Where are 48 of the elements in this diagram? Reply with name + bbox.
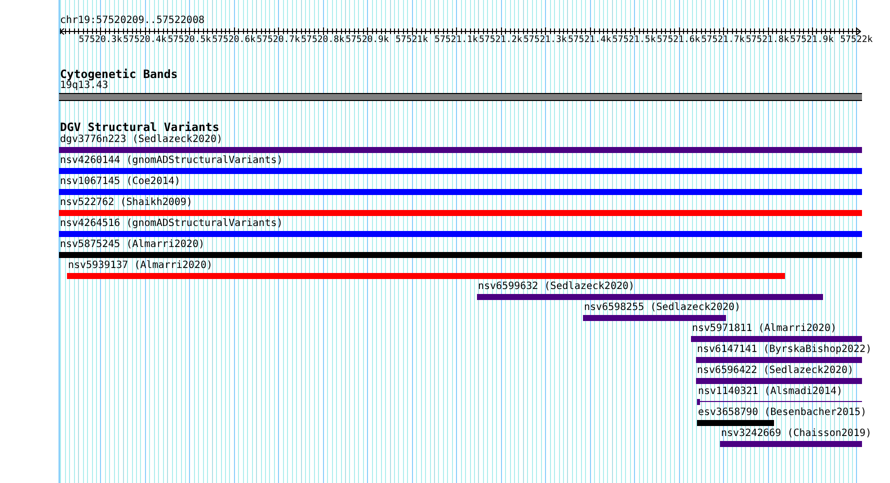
variant-bar xyxy=(59,197,862,216)
variant-label: nsv5939137 (Almarri2020) xyxy=(67,260,214,271)
variant-label: nsv4264516 (gnomADStructuralVariants) xyxy=(59,218,284,229)
tick-label: 57520.6k xyxy=(212,35,256,45)
variant-label: nsv3242669 (Chaisson2019) xyxy=(720,428,872,439)
band-label: 19q13.43 xyxy=(59,80,108,91)
variant-label: nsv1067145 (Coe2014) xyxy=(59,176,182,187)
variant-bar xyxy=(697,386,862,405)
tick-label: 57521.6k xyxy=(656,35,701,45)
variant-bar xyxy=(59,218,862,237)
tick-label: 57520.4k xyxy=(122,35,167,45)
tick-label: 57520.8k xyxy=(300,35,345,45)
variant-label: esv3658790 (Besenbacher2015) xyxy=(697,407,867,418)
variant-bar xyxy=(583,302,741,321)
variant-label: dgv3776n223 (Sedlazeck2020) xyxy=(59,134,224,145)
tick-label: 57521.4k xyxy=(568,35,612,45)
tick-label: 57520.9k xyxy=(345,35,390,45)
variant-label: nsv6147141 (ByrskaBishop2022) xyxy=(696,344,872,355)
variant-label: nsv6596422 (Sedlazeck2020) xyxy=(696,365,855,376)
variant-bar xyxy=(59,176,862,195)
locus-label: chr19:57520209..57522008 xyxy=(60,15,204,26)
tick-label: 57522k xyxy=(839,35,874,45)
track-title: DGV Structural Variants xyxy=(60,121,220,134)
tick-label: 57520.7k xyxy=(256,35,300,45)
tick-label: 57521.2k xyxy=(478,35,523,45)
variant-label: nsv1140321 (Alsmadi2014) xyxy=(697,386,844,397)
variant-label: nsv6599632 (Sedlazeck2020) xyxy=(477,281,636,292)
tick-label: 57521.1k xyxy=(434,35,478,45)
tick-label: 57521.9k xyxy=(790,35,834,45)
tick-label: 57521.5k xyxy=(612,35,656,45)
variant-label: nsv5875245 (Almarri2020) xyxy=(59,239,206,250)
variant-bar xyxy=(696,365,862,384)
variant-label: nsv4260144 (gnomADStructuralVariants) xyxy=(59,155,284,166)
tick-label: 57521.7k xyxy=(701,35,746,45)
tick-label: 57520.5k xyxy=(167,35,212,45)
tick-label: 57521k xyxy=(394,35,429,45)
variant-bar xyxy=(477,281,823,300)
variant-label: nsv5971811 (Almarri2020) xyxy=(691,323,838,334)
variant-bar xyxy=(59,155,862,174)
variant-bar xyxy=(59,239,862,258)
track-title: Cytogenetic Bands xyxy=(60,68,178,81)
variant-bar xyxy=(67,260,785,279)
tick-label: 57520.3k xyxy=(78,35,122,45)
tick-label: 57521.8k xyxy=(746,35,790,45)
variant-bar xyxy=(696,344,872,363)
tick-label: 57521.3k xyxy=(523,35,568,45)
variant-label: nsv522762 (Shaikh2009) xyxy=(59,197,194,208)
variant-label: nsv6598255 (Sedlazeck2020) xyxy=(583,302,741,313)
